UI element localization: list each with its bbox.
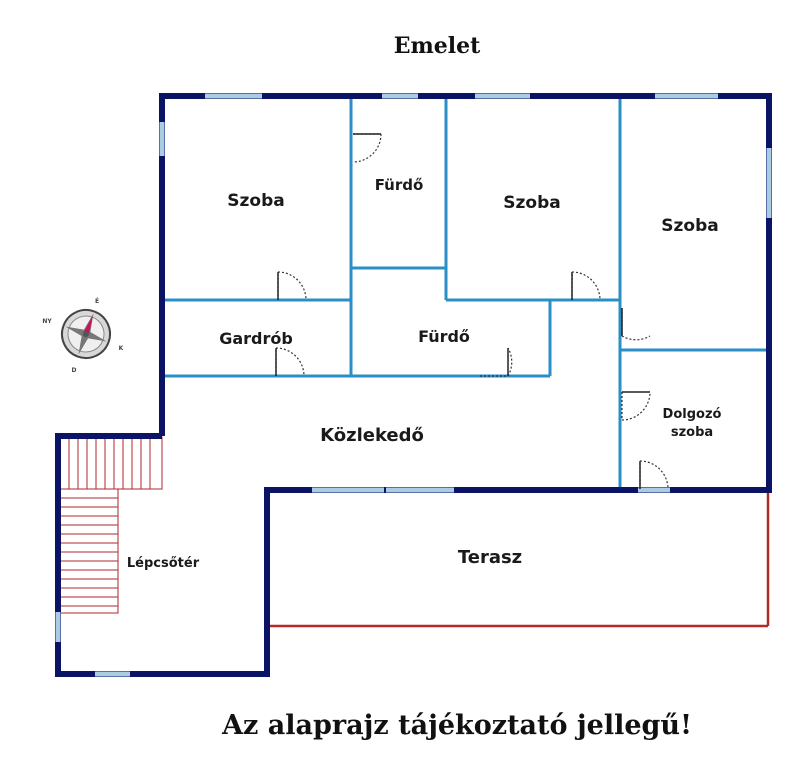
room-label-lepcsoter: Lépcsőtér (127, 556, 200, 571)
page-title: Emelet (394, 33, 481, 59)
room-label-furdo-2: Fürdő (418, 327, 470, 346)
room-label-szoba-2: Szoba (503, 193, 560, 213)
door-leaves (275, 133, 650, 489)
room-label-szoba-1: Szoba (227, 191, 284, 211)
room-label-furdo-1: Fürdő (375, 176, 424, 194)
terrace-outline (268, 490, 770, 628)
inner-walls (163, 98, 768, 489)
outer-walls (55, 93, 772, 677)
room-label-gardrob: Gardrób (219, 329, 293, 348)
room-label-szoba-3: Szoba (661, 216, 718, 236)
room-label-dolgozo-line2: szoba (671, 425, 713, 440)
windows (55, 93, 772, 677)
watermark (318, 366, 418, 380)
compass-south: D (72, 367, 77, 374)
disclaimer-text: Az alaprajz tájékoztató jellegű! (221, 710, 692, 741)
compass-east: K (119, 345, 124, 352)
room-label-dolgozo-line1: Dolgozó (663, 407, 722, 422)
compass-icon (61, 309, 111, 359)
compass-north: É (95, 297, 99, 305)
staircase (59, 436, 163, 614)
compass-west: NY (42, 318, 52, 325)
room-label-kozlekedo: Közlekedő (320, 425, 424, 446)
room-label-terasz: Terasz (458, 547, 522, 568)
